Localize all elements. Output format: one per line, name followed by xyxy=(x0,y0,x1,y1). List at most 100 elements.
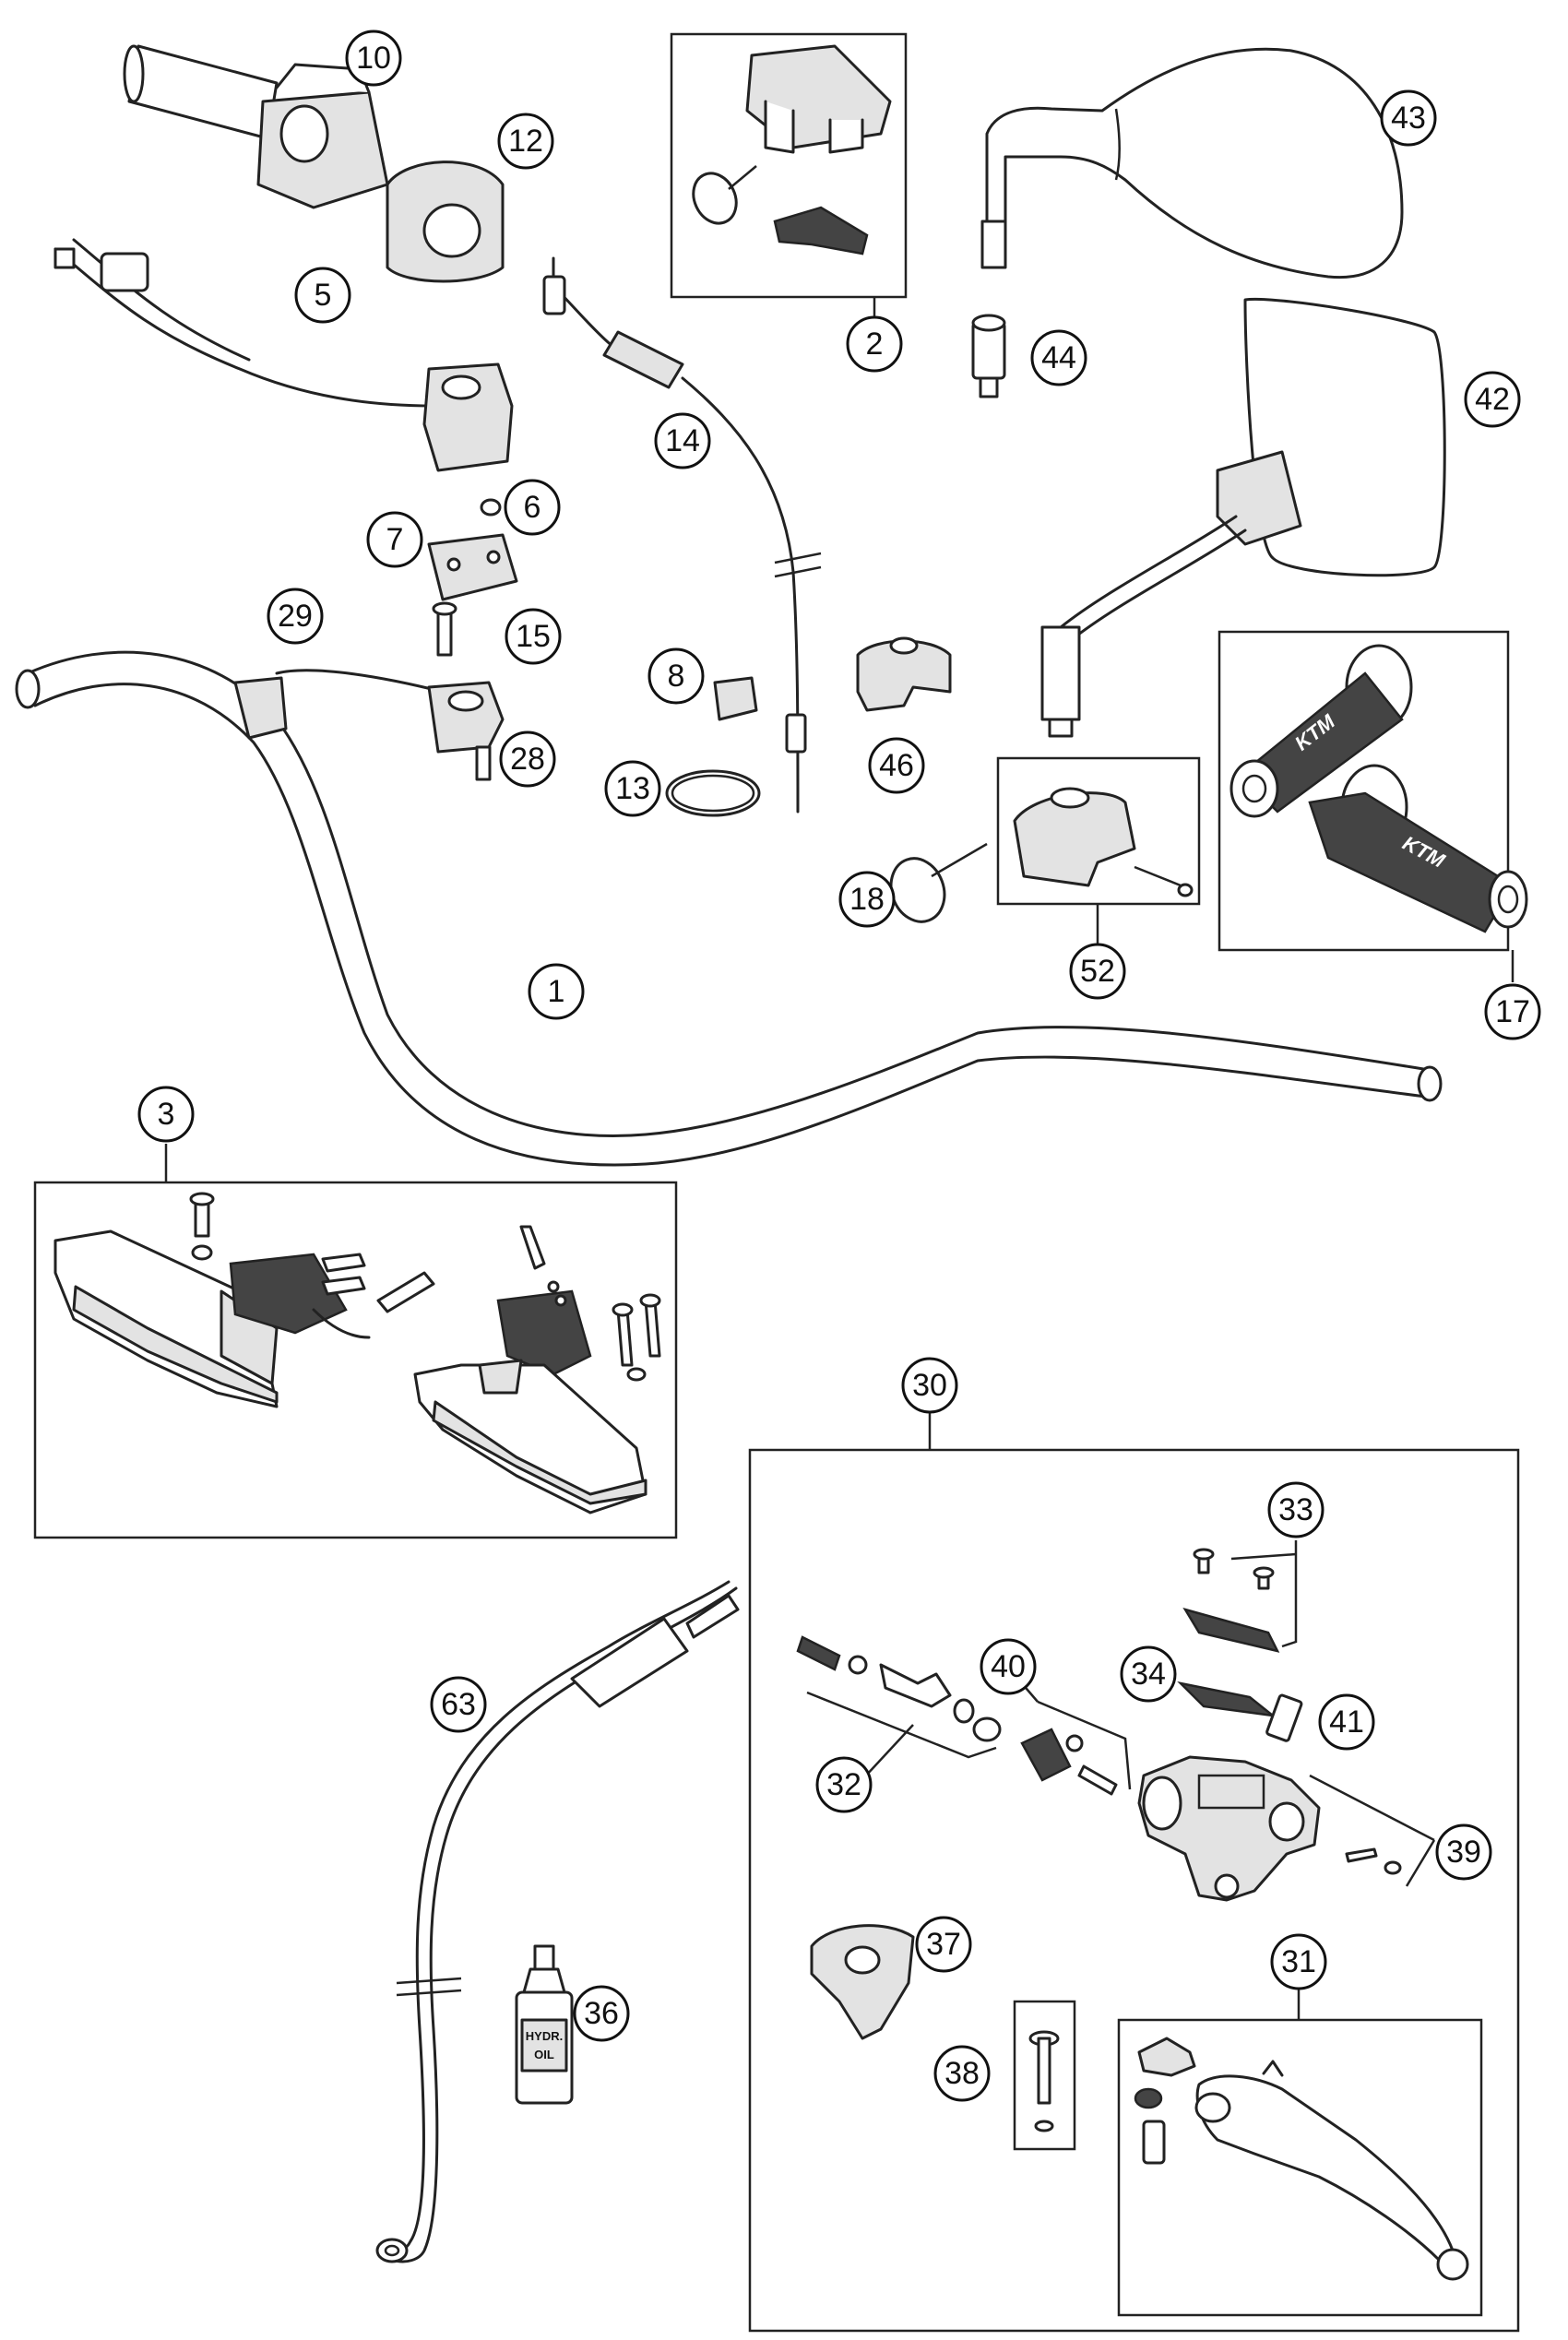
svg-text:30: 30 xyxy=(912,1368,947,1403)
callout-29: 29 xyxy=(267,588,324,645)
box-handguards xyxy=(33,1181,678,1539)
svg-text:8: 8 xyxy=(668,659,685,694)
svg-text:1: 1 xyxy=(548,974,565,1009)
callout-2: 2 xyxy=(846,315,903,373)
svg-text:39: 39 xyxy=(1446,1835,1481,1870)
pivot-bolt xyxy=(1028,2030,1060,2132)
callout-31: 31 xyxy=(1270,1933,1327,1990)
box-lever xyxy=(1117,2018,1483,2317)
lever-clamp xyxy=(1013,787,1136,887)
o-ring xyxy=(665,769,761,817)
handlebar-end-right xyxy=(1417,1065,1443,1102)
callout-28: 28 xyxy=(499,731,556,788)
handguard-right xyxy=(413,1359,647,1514)
callout-52: 52 xyxy=(1069,943,1126,1000)
clamp-screw xyxy=(1134,865,1194,897)
grip-upper: KTM xyxy=(1229,644,1413,818)
svg-text:37: 37 xyxy=(926,1927,961,1962)
callout-7: 7 xyxy=(366,511,423,568)
throttle-assembly xyxy=(123,44,389,209)
mirror-oval xyxy=(980,47,1404,279)
mirror-adapter xyxy=(971,314,1006,398)
boot-kit xyxy=(1020,1700,1132,1796)
box-switch-assembly xyxy=(670,32,908,299)
callout-3: 3 xyxy=(137,1086,195,1143)
svg-text:2: 2 xyxy=(866,327,884,362)
handguard-mount-right xyxy=(496,1225,661,1382)
callout-17: 17 xyxy=(1484,983,1541,1040)
svg-text:40: 40 xyxy=(991,1649,1026,1684)
cable-clip xyxy=(713,676,758,721)
switch-housing xyxy=(745,44,892,154)
svg-text:52: 52 xyxy=(1080,954,1115,989)
box-master-cylinder xyxy=(748,1448,1520,2333)
switch-bracket xyxy=(773,206,869,255)
screw xyxy=(432,601,457,657)
callout-63: 63 xyxy=(430,1676,487,1733)
callout-30: 30 xyxy=(901,1357,958,1414)
bottle-label-line1: HYDR. xyxy=(526,2029,563,2043)
callout-34: 34 xyxy=(1120,1645,1177,1703)
reservoir-cover xyxy=(1182,1540,1298,1653)
svg-text:6: 6 xyxy=(524,490,541,525)
callout-14: 14 xyxy=(654,412,711,469)
callout-8: 8 xyxy=(647,647,705,705)
box-grips xyxy=(1218,630,1510,952)
callout-15: 15 xyxy=(505,608,562,665)
callout-37: 37 xyxy=(915,1916,972,1973)
svg-text:34: 34 xyxy=(1131,1657,1166,1692)
callout-38: 38 xyxy=(933,2045,991,2102)
callout-39: 39 xyxy=(1435,1823,1492,1881)
svg-text:10: 10 xyxy=(356,41,391,76)
box-bolt xyxy=(1013,2000,1076,2151)
svg-text:36: 36 xyxy=(584,1996,619,2031)
callout-43: 43 xyxy=(1380,89,1437,147)
svg-text:13: 13 xyxy=(615,771,650,806)
throttle-cover xyxy=(386,160,505,283)
svg-text:32: 32 xyxy=(826,1767,861,1802)
piston-kit xyxy=(796,1635,1002,1759)
callout-6: 6 xyxy=(504,479,561,536)
svg-text:31: 31 xyxy=(1281,1944,1316,1979)
callout-13: 13 xyxy=(604,760,661,817)
svg-text:44: 44 xyxy=(1041,340,1076,375)
svg-text:14: 14 xyxy=(665,423,700,458)
svg-text:29: 29 xyxy=(278,599,313,634)
handlebar-clamp xyxy=(856,636,952,712)
svg-text:41: 41 xyxy=(1329,1705,1364,1740)
cable-tie xyxy=(692,165,757,225)
callout-41: 41 xyxy=(1318,1693,1375,1751)
clutch-lever xyxy=(1134,2037,1469,2281)
master-cylinder-body xyxy=(1137,1755,1436,1902)
callout-46: 46 xyxy=(868,737,925,794)
svg-text:3: 3 xyxy=(158,1097,175,1132)
svg-text:46: 46 xyxy=(879,748,914,783)
svg-text:28: 28 xyxy=(510,742,545,777)
grip-lower: KTM xyxy=(1308,764,1528,933)
callout-5: 5 xyxy=(294,267,351,324)
left-switch xyxy=(53,238,514,472)
callout-12: 12 xyxy=(497,113,554,170)
svg-text:38: 38 xyxy=(944,2056,980,2091)
lever-bracket xyxy=(810,1924,915,2040)
mirror-rectangular xyxy=(1040,297,1446,738)
callout-1: 1 xyxy=(528,963,585,1020)
bottle-label-line2: OIL xyxy=(534,2048,554,2061)
callout-32: 32 xyxy=(815,1756,873,1813)
handguard-mount-left xyxy=(189,1192,435,1339)
svg-text:17: 17 xyxy=(1495,994,1530,1029)
hydraulic-line xyxy=(375,1580,740,2263)
handguard-left xyxy=(53,1229,279,1408)
svg-text:15: 15 xyxy=(516,619,551,654)
clamp-cable-tie xyxy=(889,842,988,923)
diaphragm xyxy=(1177,1681,1277,1717)
callout-10: 10 xyxy=(345,30,402,87)
kill-switch-screw xyxy=(475,745,492,781)
throttle-cable xyxy=(542,256,822,814)
svg-text:63: 63 xyxy=(441,1687,476,1722)
svg-text:18: 18 xyxy=(849,882,885,917)
callout-18: 18 xyxy=(838,871,896,928)
callout-42: 42 xyxy=(1464,371,1521,428)
callout-40: 40 xyxy=(980,1638,1037,1695)
